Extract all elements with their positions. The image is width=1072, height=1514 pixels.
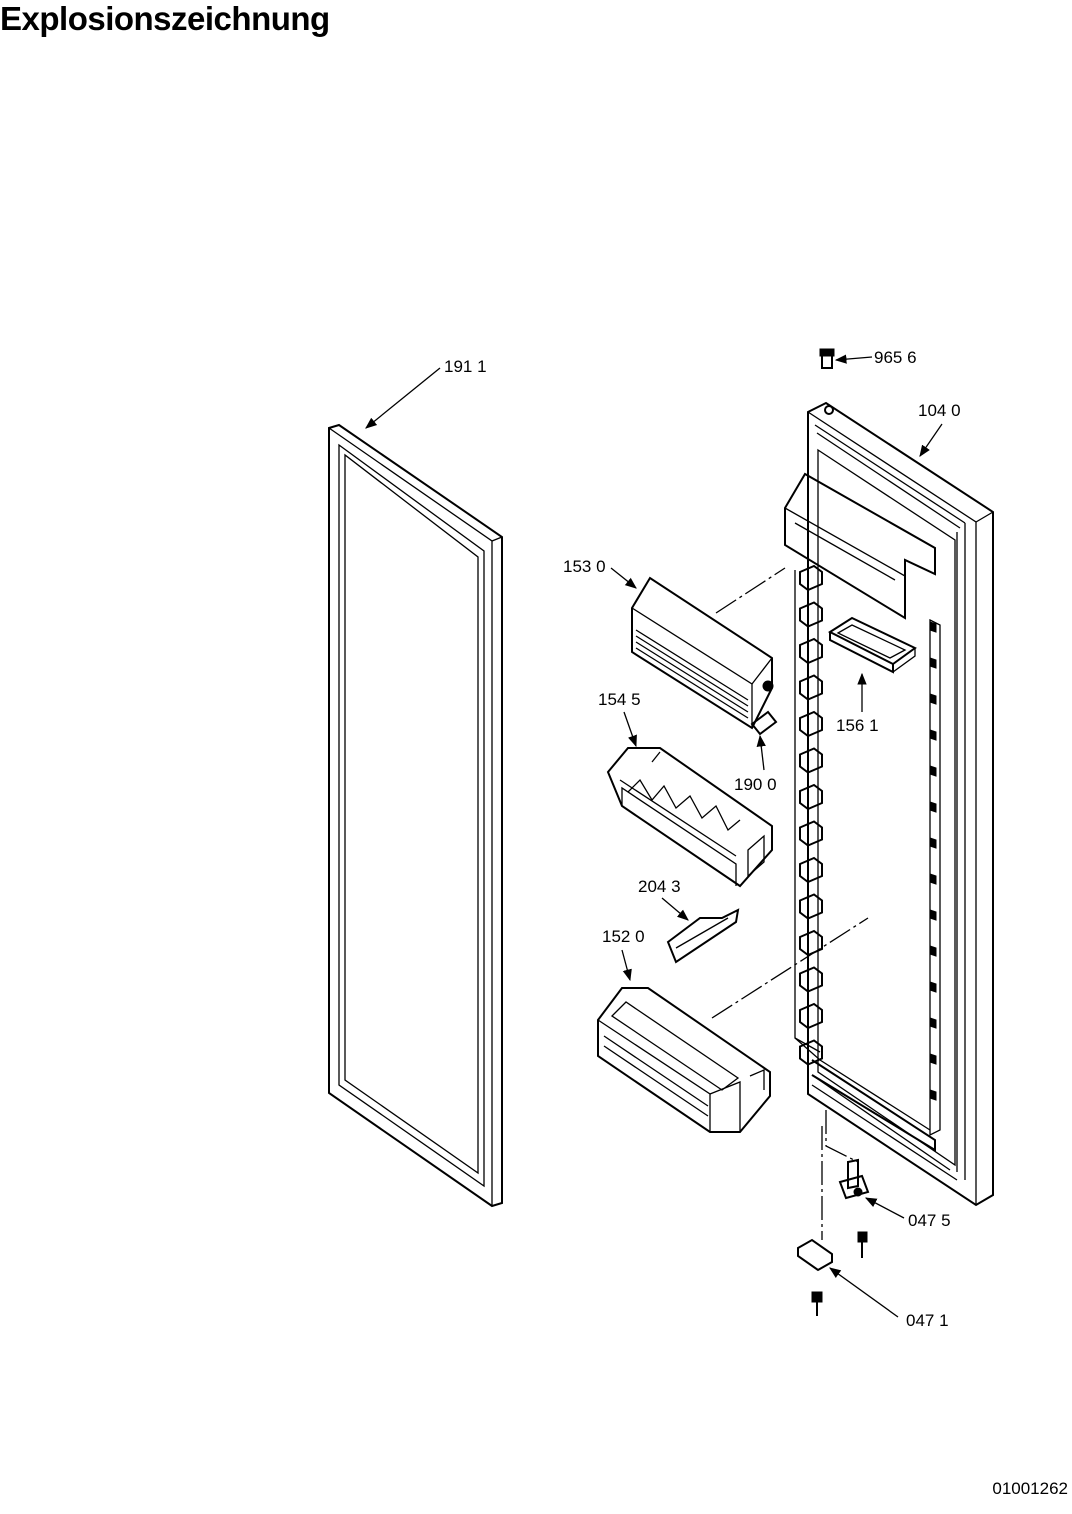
assembly-guide-lines [711, 567, 869, 1240]
door-seal-part [328, 423, 503, 1208]
shelf-peg [929, 981, 937, 993]
bottle-retainer-part [666, 908, 740, 964]
shelf-clip [799, 564, 823, 592]
shelf-peg [929, 765, 937, 777]
label-hinge-bracket: 047 1 [906, 1311, 949, 1330]
hinge-bracket-part [797, 1238, 833, 1316]
shelf-peg [929, 837, 937, 849]
shelf-clip [799, 1039, 823, 1066]
shelf-clip [799, 783, 823, 811]
hinge-pin-part [750, 710, 778, 736]
shelf-clip [799, 710, 823, 738]
door-liner-part [784, 401, 994, 1207]
label-hinge-pin: 190 0 [734, 775, 777, 794]
label-bottle-retainer: 204 3 [638, 877, 681, 896]
shelf-clip [799, 601, 823, 628]
label-screw-cap: 965 6 [874, 348, 917, 367]
shelf-peg [929, 621, 937, 633]
label-butter-dish: 156 1 [836, 716, 879, 735]
shelf-clip [799, 966, 823, 993]
shelf-clips [799, 564, 823, 1066]
shelf-peg [929, 945, 937, 957]
part-labels: 191 1 965 6 104 0 153 0 156 1 154 5 190 … [444, 348, 961, 1330]
bottle-shelf-part [597, 987, 771, 1133]
label-seal: 191 1 [444, 357, 487, 376]
shelf-peg [929, 801, 937, 813]
dairy-compartment-part [631, 576, 774, 730]
lower-hinge-part [838, 1158, 870, 1258]
shelf-peg [929, 729, 937, 741]
shelf-peg [929, 1017, 937, 1029]
shelf-clip [799, 747, 823, 774]
page-title: Explosionszeichnung [0, 0, 330, 37]
shelf-clip [799, 1002, 823, 1030]
shelf-clip [799, 637, 823, 665]
shelf-pegs [929, 621, 937, 1101]
butter-dish-part [827, 616, 917, 674]
label-door-liner: 104 0 [918, 401, 961, 420]
label-egg-tray: 154 5 [598, 690, 641, 709]
document-number: 01001262 [992, 1479, 1068, 1498]
label-lower-hinge: 047 5 [908, 1211, 951, 1230]
shelf-peg [929, 873, 937, 885]
callout-arrows [365, 354, 943, 1318]
shelf-clip [799, 820, 823, 847]
shelf-peg [929, 1089, 937, 1101]
shelf-peg [929, 657, 937, 669]
shelf-clip [799, 893, 823, 920]
shelf-peg [929, 693, 937, 705]
shelf-clip [799, 856, 823, 884]
shelf-clip [799, 929, 823, 957]
screw-cap-part [819, 348, 835, 415]
shelf-peg [929, 909, 937, 921]
shelf-peg [929, 1053, 937, 1065]
egg-tray-part [606, 747, 773, 888]
label-bottle-shelf: 152 0 [602, 927, 645, 946]
label-dairy-compartment: 153 0 [563, 557, 606, 576]
shelf-clip [799, 674, 823, 701]
